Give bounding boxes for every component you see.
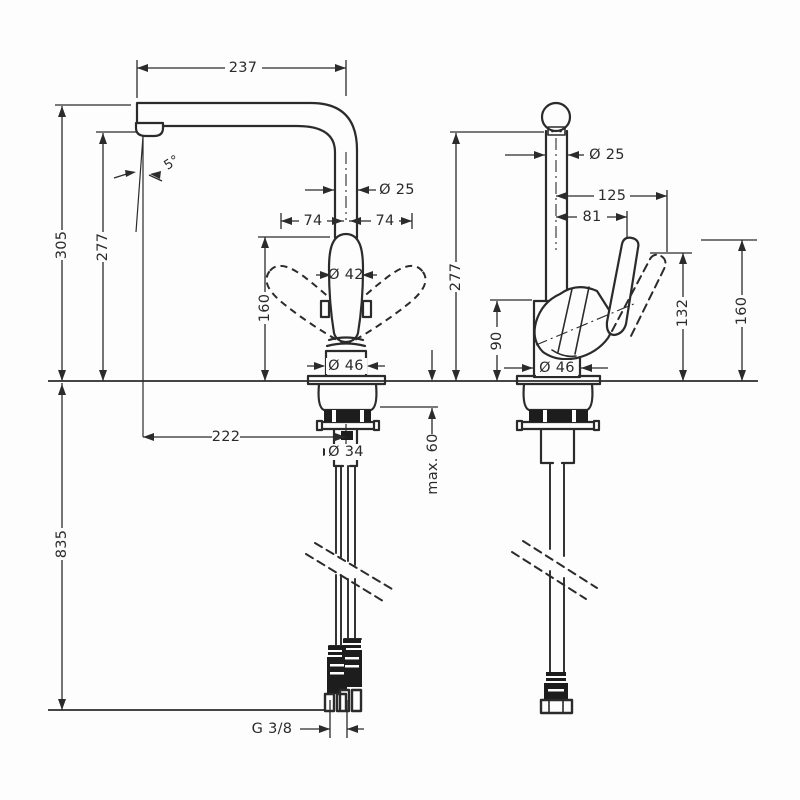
- dim-thread-size: G 3/8: [252, 721, 293, 737]
- dim-body-height: 90: [489, 331, 505, 350]
- handle-front: [327, 232, 365, 344]
- label-bg: [325, 444, 368, 460]
- hose-break-marks-front: [305, 542, 393, 602]
- connector-feet-front: [323, 688, 363, 713]
- dim-outlet-offset: 222: [212, 429, 241, 445]
- handle-cone-side: [533, 286, 614, 361]
- dim-handle-reach: 125: [598, 188, 627, 204]
- hose-side: [549, 462, 565, 673]
- dim-handle-diameter: Ø 42: [328, 267, 364, 283]
- side-view: Ø 25 277 125 81 90 Ø 46 132 160: [448, 101, 757, 715]
- hose-break-marks-side: [511, 540, 598, 600]
- label-bg: [536, 360, 578, 376]
- dim-swing-left: 74: [303, 213, 322, 229]
- aerator-side: [547, 126, 566, 136]
- seal-slits-side: [543, 410, 576, 692]
- dim-swing-right: 74: [375, 213, 394, 229]
- dim-handle-height-front: 160: [257, 294, 273, 323]
- aerator-dot: [551, 129, 554, 133]
- dim-outlet-height-front: 277: [95, 233, 111, 262]
- hoses-front: [328, 465, 362, 647]
- dim-spout-reach: 237: [229, 60, 258, 76]
- label-bg: [326, 358, 367, 374]
- dim-shank-diameter: Ø 34: [328, 444, 364, 460]
- dim-max-deck: max. 60: [425, 433, 441, 494]
- arrowheads-front: [58, 64, 436, 733]
- handle-raised-dashed: [611, 253, 667, 337]
- seal-and-connector-side: [529, 410, 588, 700]
- dim-body-diameter-front: Ø 46: [328, 358, 364, 374]
- handle-detail-lines: [551, 286, 590, 358]
- dim-lever-reach: 81: [582, 209, 601, 225]
- spout-outline-front: [135, 101, 359, 240]
- connector-foot-side: [539, 698, 574, 715]
- seal-and-connectors-front: [324, 410, 371, 694]
- spout-end-circle: [540, 101, 572, 133]
- dim-outlet-height-side: 277: [448, 263, 464, 292]
- handle-lever-side: [605, 236, 640, 337]
- dim-spout-diameter-front: Ø 25: [379, 182, 415, 198]
- stream-reference-lines: [135, 135, 347, 452]
- aerator-front: [134, 121, 165, 138]
- cartridge-clips-front: [319, 299, 373, 319]
- aerator-dot: [559, 129, 562, 133]
- dim-hose-length: 835: [54, 530, 70, 559]
- dimension-lines-front: [55, 60, 438, 738]
- dim-body-diameter-side: Ø 46: [539, 360, 575, 376]
- dim-spout-diameter-side: Ø 25: [589, 147, 625, 163]
- connector-foot-lines: [548, 699, 564, 714]
- dim-lever-raised-height: 132: [675, 299, 691, 328]
- dim-spout-angle: 5°: [161, 153, 182, 174]
- dim-handle-height-side: 160: [734, 297, 750, 326]
- dim-total-height: 305: [54, 231, 70, 260]
- handle-centerline: [535, 302, 637, 346]
- front-view: 237 5° 305 277 Ø 25 74 74 Ø 42 160 Ø 46 …: [48, 60, 758, 738]
